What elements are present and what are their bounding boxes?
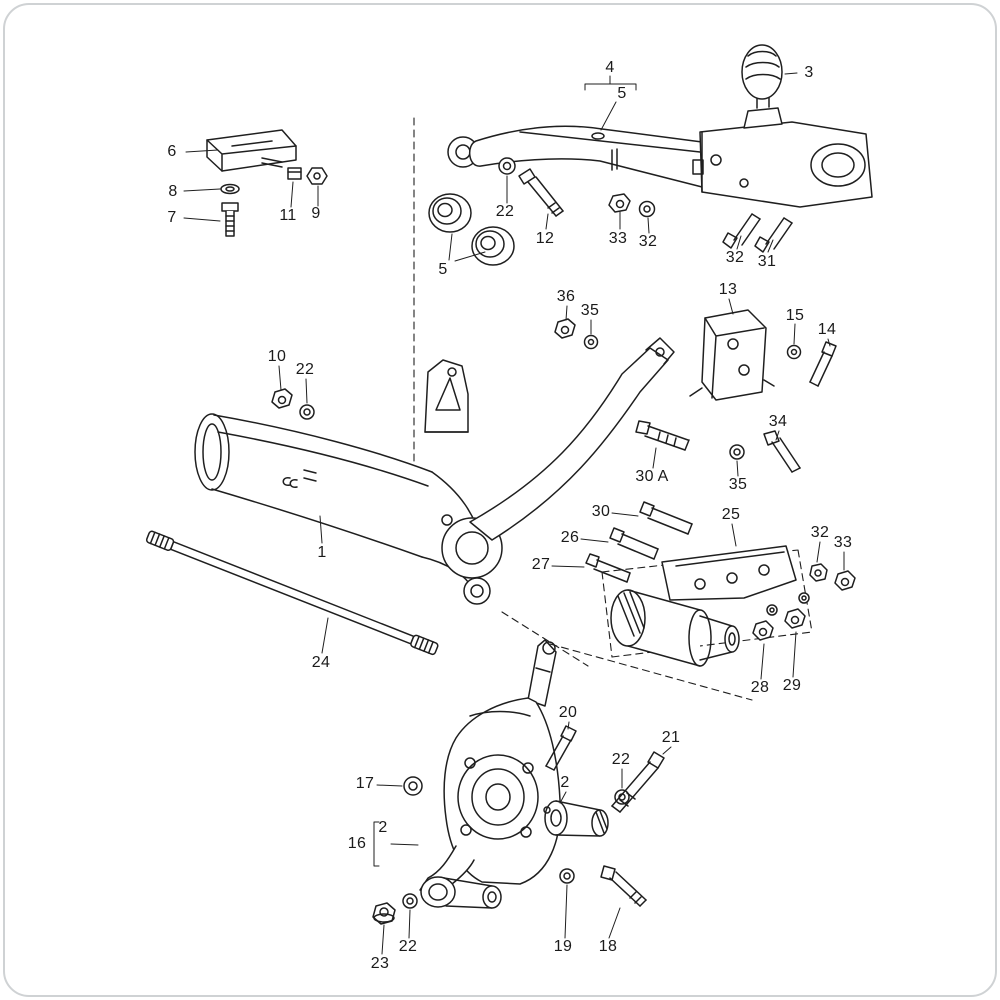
bolt-18 [600, 865, 647, 907]
part-callout-5-11: 5 [617, 85, 627, 102]
washer-32-top [638, 200, 656, 218]
washer-28 [766, 604, 778, 616]
part-callout-23-42: 23 [370, 955, 390, 972]
washer-15 [786, 344, 802, 360]
part-callout-13-17: 13 [718, 281, 738, 298]
part-callout-25-28: 25 [721, 506, 741, 523]
washer-17 [403, 776, 423, 796]
nut-28 [752, 620, 774, 641]
bolt-30 [639, 501, 693, 535]
washer-19 [559, 868, 575, 884]
washer-22-bottom [402, 893, 418, 909]
mount-bracket-25 [661, 545, 797, 601]
nut-29 [784, 608, 806, 629]
bolt-7 [221, 202, 239, 237]
part-callout-30A-22: 30 A [635, 468, 669, 485]
washer-22-mid [299, 404, 315, 420]
wheel-carrier [419, 639, 561, 909]
trailing-arm [194, 413, 503, 605]
part-callout-11-3: 11 [279, 207, 297, 224]
nut-23 [372, 902, 396, 925]
part-callout-15-18: 15 [785, 307, 805, 324]
part-callout-35-24: 35 [728, 476, 748, 493]
part-callout-8-1: 8 [168, 183, 178, 200]
part-callout-32-13: 32 [725, 249, 745, 266]
part-callout-34-23: 34 [768, 413, 788, 430]
bolt-31 [754, 217, 793, 253]
bolt-20 [545, 725, 577, 771]
bolt-30a [635, 420, 690, 451]
part-callout-5-5: 5 [438, 261, 448, 278]
bolt-21 [611, 751, 665, 813]
washer-29 [798, 592, 810, 604]
part-callout-16-36: 16 [347, 835, 367, 852]
washer-22-lower [614, 789, 630, 805]
nut-33-right [834, 570, 856, 591]
bolt-34 [763, 430, 801, 473]
part-callout-12-7: 12 [535, 230, 555, 247]
part-callout-2-39: 2 [560, 774, 570, 791]
bolt-27 [585, 553, 631, 583]
nut-11 [287, 167, 302, 180]
nut-32-right [809, 563, 828, 582]
part-callout-9-4: 9 [311, 205, 321, 222]
bushing-2 [543, 800, 609, 837]
part-callout-14-19: 14 [817, 321, 837, 338]
part-callout-19-44: 19 [553, 938, 573, 955]
retaining-bracket-6 [206, 129, 297, 172]
part-callout-33-8: 33 [608, 230, 628, 247]
part-callout-3-12: 3 [804, 64, 814, 81]
part-callout-22-40: 22 [611, 751, 631, 768]
bushing-mount [610, 589, 740, 667]
part-callout-1-31: 1 [317, 544, 327, 561]
washer-8 [220, 183, 240, 195]
part-callout-22-6: 22 [495, 203, 515, 220]
part-callout-32-29: 32 [810, 524, 830, 541]
support-bracket-13 [689, 309, 775, 401]
part-callout-30-25: 30 [591, 503, 611, 520]
part-callout-10-20: 10 [267, 348, 287, 365]
part-callout-28-33: 28 [750, 679, 770, 696]
bolt-32-right [722, 213, 761, 249]
part-callout-24-32: 24 [311, 654, 331, 671]
part-callout-26-26: 26 [560, 529, 580, 546]
part-callout-4-10: 4 [605, 59, 615, 76]
leader-lines [183, 72, 845, 955]
nut-33-top [608, 193, 631, 213]
part-callout-22-21: 22 [295, 361, 315, 378]
part-callout-32-9: 32 [638, 233, 658, 250]
part-callout-21-41: 21 [661, 729, 681, 746]
diagonal-stay-arm [469, 337, 675, 541]
part-callout-6-0: 6 [167, 143, 177, 160]
nut-10 [271, 388, 293, 409]
nut-36 [554, 318, 576, 339]
bolt-12 [518, 168, 564, 217]
washer-22-top [498, 157, 516, 175]
nut-9 [306, 167, 328, 185]
spring-plate-mount [424, 359, 469, 433]
bushings-5 [428, 193, 515, 266]
part-callout-18-45: 18 [598, 938, 618, 955]
bolt-14 [809, 341, 837, 387]
part-callout-35-16: 35 [580, 302, 600, 319]
bolt-26 [609, 527, 659, 560]
part-callout-31-14: 31 [757, 253, 777, 270]
rubber-buffer [741, 44, 783, 100]
part-callout-29-34: 29 [782, 677, 802, 694]
washer-35-top [583, 334, 599, 350]
part-callout-27-27: 27 [531, 556, 551, 573]
part-callout-36-15: 36 [556, 288, 576, 305]
part-callout-20-38: 20 [558, 704, 578, 721]
part-callout-17-35: 17 [355, 775, 375, 792]
torsion-bar [145, 530, 439, 656]
upper-control-arm [447, 44, 873, 208]
washer-35-mid [729, 444, 745, 460]
part-callout-22-43: 22 [398, 938, 418, 955]
part-callout-33-30: 33 [833, 534, 853, 551]
part-callout-2-37: 2 [378, 819, 388, 836]
part-callout-7-2: 7 [167, 209, 177, 226]
